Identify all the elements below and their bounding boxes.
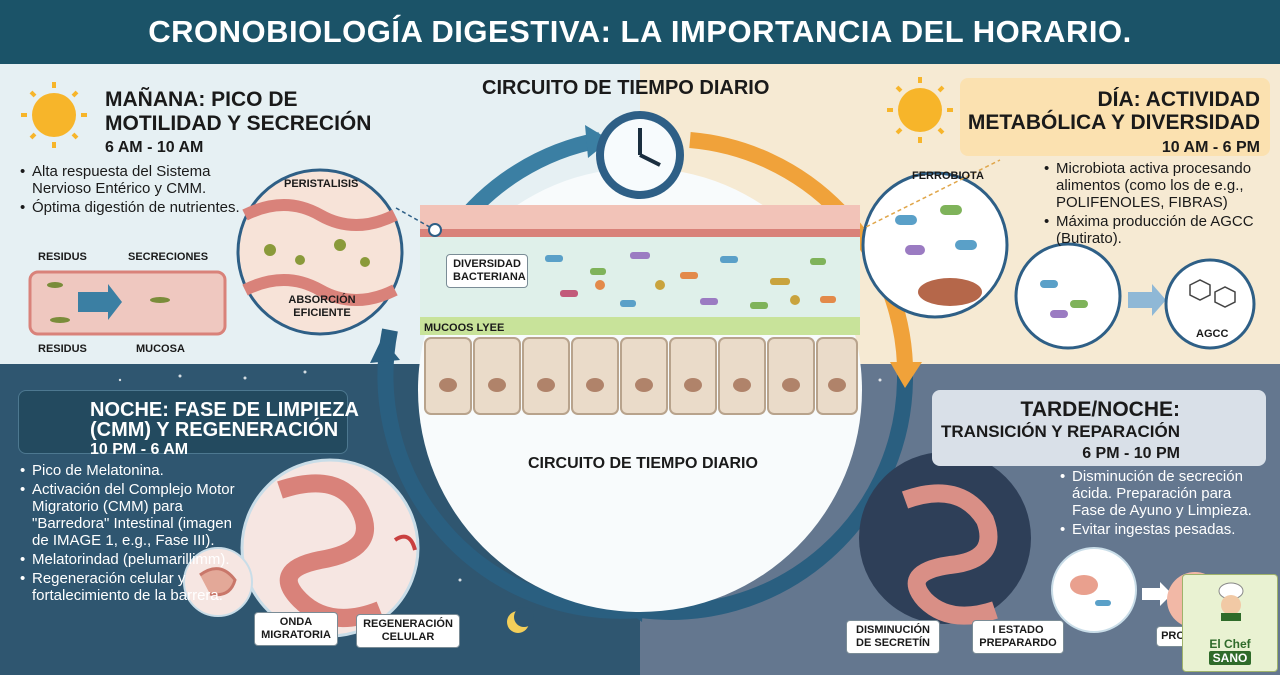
list-item: Evitar ingestas pesadas. (1060, 521, 1260, 538)
arrow-night-icon (370, 338, 400, 363)
night-title-box (18, 390, 348, 454)
morning-title-line1: MAÑANA: PICO DE (105, 88, 298, 111)
day-time: 10 AM - 6 PM (1161, 139, 1260, 156)
list-item: Activación del Complejo Motor Migratorio… (20, 481, 242, 549)
logo-line1: El Chef (1209, 637, 1251, 651)
mucus-label: MUCOOS LYEE (424, 322, 505, 334)
list-item: Disminución de secreción ácida. Preparac… (1060, 468, 1260, 519)
list-item: Regeneración celular y fortalecimiento d… (20, 570, 242, 604)
sun-icon (887, 77, 953, 143)
title-bar: CRONOBIOLOGÍA DIGESTIVA: LA IMPORTANCIA … (0, 0, 1280, 64)
clock-icon (596, 111, 684, 199)
list-item: Pico de Melatonina. (20, 462, 242, 479)
list-item: Alta respuesta del Sistema Nervioso Enté… (20, 163, 250, 197)
day-title-box (960, 78, 1270, 156)
night-title-line1: NOCHE: FASE DE LIMPIEZA (90, 399, 359, 421)
night-time: 10 PM - 6 AM (90, 441, 189, 458)
residus-bottom-label: RESIDUS (38, 343, 87, 355)
agcc-label: AGCC (1196, 328, 1229, 340)
moon-icon (507, 607, 534, 633)
day-bullets: Microbiota activa procesando alimentos (… (1044, 160, 1260, 249)
logo-line2: SANO (1208, 651, 1252, 665)
morning-time: 6 AM - 10 AM (105, 139, 204, 156)
diversity-label: DIVERSIDAD BACTERIANA (446, 254, 528, 288)
list-item: Óptima digestión de nutrientes. (20, 199, 250, 216)
evening-time: 6 PM - 10 PM (1082, 445, 1180, 462)
cycle-top-label: CIRCUITO DE TIEMPO DIARIO (482, 77, 770, 99)
evening-title-line2: TRANSICIÓN Y REPARACIÓN (941, 422, 1180, 441)
arrow-morning-icon (585, 125, 610, 158)
chef-icon (1218, 582, 1244, 621)
state-label: I ESTADO PREPARARDO (972, 620, 1064, 654)
residus-top-label: RESIDUS (38, 251, 87, 263)
wave-label: ONDA MIGRATORIA (254, 612, 338, 646)
regeneration-label: REGENERACIÓN CELULAR (356, 614, 460, 648)
night-title-line2: (CMM) Y REGENERACIÓN (90, 419, 339, 441)
bacteria-icon (545, 252, 836, 309)
evening-title-box (932, 390, 1266, 466)
night-bullets: Pico de Melatonina. Activación del Compl… (20, 462, 242, 606)
peristalsis-label: PERISTALISIS (284, 178, 359, 190)
day-title-line2: METABÓLICA Y DIVERSIDAD (967, 111, 1260, 134)
ferrobiota-label: FERROBIOTA (912, 170, 984, 182)
cycle-bottom-label: CIRCUITO DE TIEMPO DIARIO (528, 455, 758, 472)
morning-title-line2: MOTILIDAD Y SECRECIÓN (105, 112, 372, 135)
evening-title-line1: TARDE/NOCHE: (1020, 398, 1180, 421)
page-title: CRONOBIOLOGÍA DIGESTIVA: LA IMPORTANCIA … (148, 14, 1132, 49)
evening-bullets: Disminución de secreción ácida. Preparac… (1060, 468, 1260, 540)
morning-bullets: Alta respuesta del Sistema Nervioso Enté… (20, 163, 250, 218)
list-item: Máxima producción de AGCC (Butirato). (1044, 213, 1260, 247)
list-item: Microbiota activa procesando alimentos (… (1044, 160, 1260, 211)
secretions-label: SECRECIONES (128, 251, 209, 263)
day-title-line1: DÍA: ACTIVIDAD (1097, 88, 1260, 111)
list-item: Melatorindad (pelumarillimm). (20, 551, 242, 568)
mucosa-label: MUCOSA (136, 343, 185, 355)
bacteria-icon (895, 205, 977, 255)
sun-icon (21, 82, 87, 148)
arrow-day-icon (890, 362, 922, 388)
brand-logo: El Chef SANO (1182, 574, 1278, 672)
secretin-label: DISMINUCIÓN DE SECRETÍN (846, 620, 940, 654)
absorption-label: ABSORCIÓN EFICIENTE (288, 294, 356, 319)
